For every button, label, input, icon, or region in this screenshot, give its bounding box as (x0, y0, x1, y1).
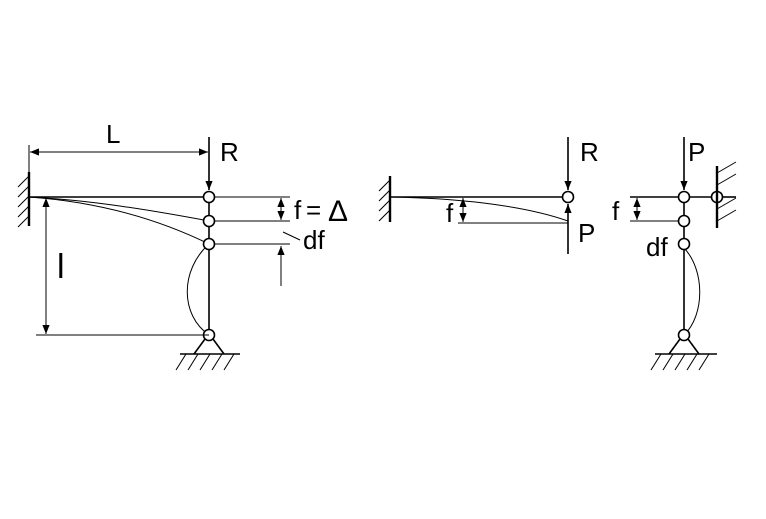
delta-symbol: Δ (328, 195, 348, 228)
left-deflected-curve-2 (28, 196, 210, 245)
right-system: f df P (612, 137, 737, 371)
left-deflected-curve-1 (28, 196, 210, 222)
right-deflection-label: f (612, 196, 620, 226)
equals-sign: = (306, 195, 321, 225)
left-system: L l R f = Δ df (17, 119, 348, 371)
right-lateral-support (710, 161, 737, 228)
middle-load-label: R (580, 137, 599, 167)
left-hinge-low (202, 237, 216, 251)
middle-hinge (561, 190, 575, 204)
span-label: L (106, 119, 120, 149)
middle-deflected-curve (389, 196, 569, 222)
left-increment-label: df (303, 225, 325, 255)
left-fixed-wall (17, 172, 31, 228)
left-deflection-label: f (294, 195, 302, 225)
right-increment-label: df (646, 232, 668, 262)
left-pin-support (175, 328, 240, 371)
left-hinge-top (202, 190, 216, 204)
right-hinge-top (677, 190, 691, 204)
left-load-label: R (220, 137, 239, 167)
right-load-label: P (688, 137, 705, 167)
middle-system: f R P (378, 137, 599, 254)
right-hinge-mid (677, 214, 691, 228)
right-buckled-column (683, 247, 701, 336)
right-pin-support (650, 328, 717, 371)
middle-fixed-wall (378, 176, 392, 222)
left-buckled-column (186, 243, 210, 336)
left-hinge-mid (202, 214, 216, 228)
middle-reaction-label: P (578, 218, 595, 248)
height-label: l (57, 248, 65, 286)
right-hinge-low (677, 237, 691, 251)
middle-deflection-label: f (446, 198, 454, 228)
